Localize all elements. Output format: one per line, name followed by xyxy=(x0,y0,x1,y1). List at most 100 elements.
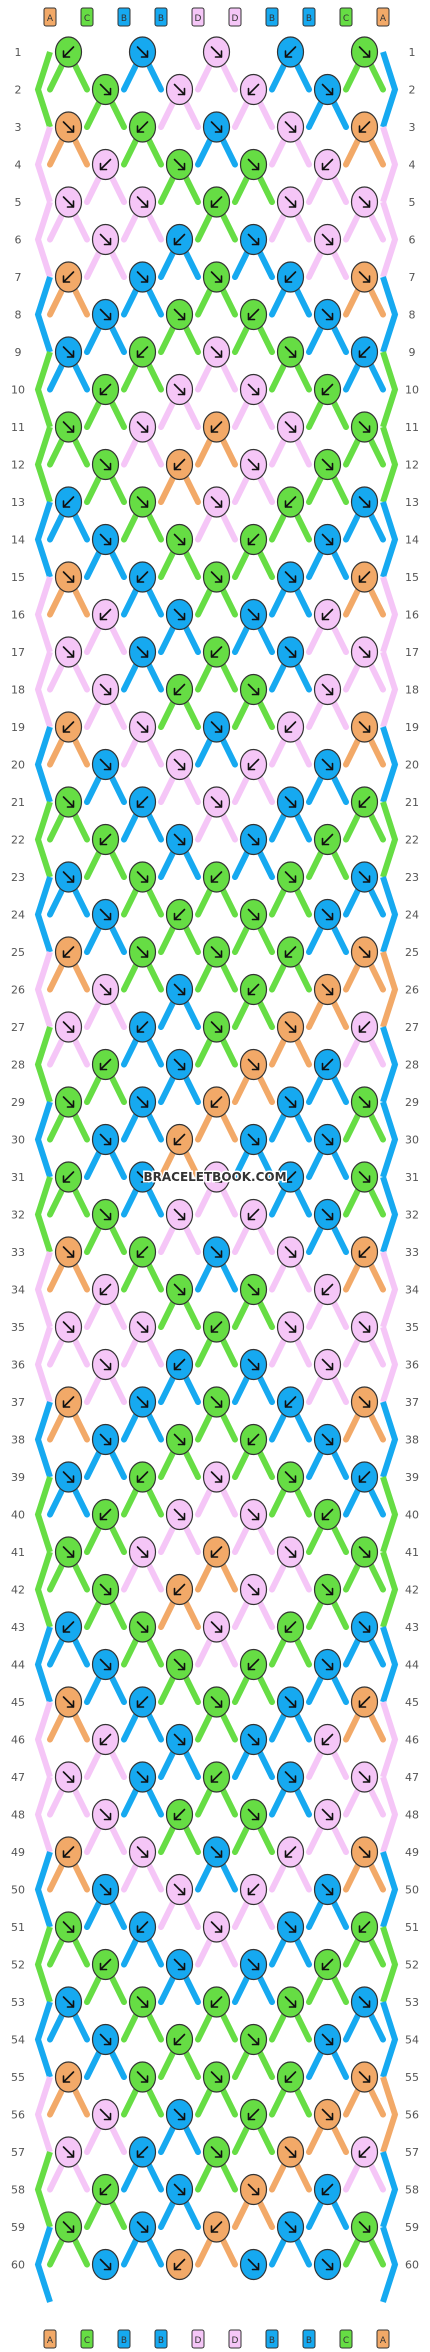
row-number-right: 5 xyxy=(409,196,416,209)
strand-swatch-bottom-6 xyxy=(228,2329,242,2349)
knot-arrow-icon xyxy=(321,1208,334,1221)
knot-arrow-icon xyxy=(62,1246,75,1258)
knot-arrow-icon xyxy=(247,458,260,471)
strand-label-top-9: C xyxy=(343,14,349,24)
row-number-left: 11 xyxy=(11,421,25,434)
knot-arrow-icon xyxy=(247,1808,260,1821)
row-number-left: 37 xyxy=(11,1396,25,1409)
strand-label-top-3: B xyxy=(121,14,127,24)
knot-arrow-icon xyxy=(173,2108,186,2121)
knot-arrow-icon xyxy=(321,758,334,771)
knot-arrow-icon xyxy=(62,646,75,658)
row-number-right: 36 xyxy=(405,1359,419,1372)
row-number-right: 9 xyxy=(409,346,416,359)
knot-arrow-icon xyxy=(284,496,297,508)
knot-arrow-icon xyxy=(173,908,186,921)
edge-strand-right xyxy=(380,726,399,803)
row-number-left: 18 xyxy=(11,684,25,697)
knot-arrow-icon xyxy=(321,1133,334,1146)
row-number-right: 37 xyxy=(405,1396,419,1409)
strand-label-top-6: D xyxy=(232,14,239,24)
row-number-right: 52 xyxy=(405,1959,419,1972)
knot-arrow-icon xyxy=(136,721,149,733)
knot-arrow-icon xyxy=(173,1133,186,1146)
knot-arrow-icon xyxy=(173,383,186,396)
strand-label-top-1: A xyxy=(47,14,54,24)
edge-strand-left xyxy=(34,2151,53,2228)
knot-arrow-icon xyxy=(99,758,112,771)
knot-arrow-icon xyxy=(321,1508,334,1521)
row-number-left: 35 xyxy=(11,1321,25,1334)
knot-arrow-icon xyxy=(136,1246,149,1258)
strand-swatch-top-3 xyxy=(117,7,131,27)
edge-strand-right xyxy=(380,426,399,503)
knot-arrow-icon xyxy=(321,908,334,921)
knot-arrow-icon xyxy=(247,83,260,96)
row-number-right: 41 xyxy=(405,1546,419,1559)
knot-arrow-icon xyxy=(284,646,297,658)
row-number-left: 31 xyxy=(11,1171,25,1184)
row-number-left: 40 xyxy=(11,1509,25,1522)
edge-strand-right xyxy=(380,126,399,203)
row-number-right: 20 xyxy=(405,759,419,772)
row-number-left: 6 xyxy=(15,234,22,247)
knot-arrow-icon xyxy=(284,871,297,883)
row-number-right: 2 xyxy=(409,84,416,97)
knot-arrow-icon xyxy=(173,1508,186,1521)
knot-arrow-icon xyxy=(173,758,186,771)
row-number-right: 50 xyxy=(405,1884,419,1897)
knot-arrow-icon xyxy=(210,271,223,283)
row-number-left: 17 xyxy=(11,646,25,659)
knot-arrow-icon xyxy=(358,271,371,283)
knot-arrow-icon xyxy=(136,2146,149,2158)
row-number-right: 11 xyxy=(405,421,419,434)
knot-arrow-icon xyxy=(210,496,223,508)
knot-arrow-icon xyxy=(99,158,112,171)
row-number-right: 60 xyxy=(405,2259,419,2272)
knot-arrow-icon xyxy=(210,1921,223,1933)
row-number-left: 15 xyxy=(11,571,25,584)
strand-swatch-bottom-2 xyxy=(80,2329,94,2349)
knot-arrow-icon xyxy=(62,1471,75,1483)
edge-strand-left xyxy=(34,651,53,728)
knot-arrow-icon xyxy=(136,1396,149,1408)
row-number-right: 35 xyxy=(405,1321,419,1334)
knot-arrow-icon xyxy=(321,1958,334,1971)
edge-strand-right xyxy=(380,951,399,1028)
knot-arrow-icon xyxy=(99,533,112,546)
row-number-right: 53 xyxy=(405,1996,419,2009)
row-number-right: 40 xyxy=(405,1509,419,1522)
knot-arrow-icon xyxy=(173,1733,186,1746)
row-number-left: 39 xyxy=(11,1471,25,1484)
row-number-right: 42 xyxy=(405,1584,419,1597)
knot-arrow-icon xyxy=(321,2258,334,2271)
knot-arrow-icon xyxy=(284,1471,297,1483)
knot-arrow-icon xyxy=(99,308,112,321)
row-number-right: 25 xyxy=(405,946,419,959)
knot-arrow-icon xyxy=(99,1958,112,1971)
edge-strand-left xyxy=(34,51,53,128)
row-number-left: 10 xyxy=(11,384,25,397)
knot-arrow-icon xyxy=(358,571,371,583)
edge-strand-right xyxy=(380,1401,399,1478)
knot-arrow-icon xyxy=(99,1433,112,1446)
strand-label-bottom-5: D xyxy=(195,2336,202,2346)
knot-arrow-icon xyxy=(136,946,149,958)
strand-swatch-top-6 xyxy=(228,7,242,27)
knot-arrow-icon xyxy=(247,158,260,171)
knot-arrow-icon xyxy=(173,1883,186,1896)
row-number-left: 60 xyxy=(11,2259,25,2272)
knot-arrow-icon xyxy=(210,1546,223,1558)
knot-arrow-icon xyxy=(247,533,260,546)
edge-strand-left xyxy=(34,126,53,203)
knot-arrow-icon xyxy=(62,421,75,433)
knot-arrow-icon xyxy=(136,1846,149,1858)
knot-arrow-icon xyxy=(358,346,371,358)
strand-label-bottom-8: B xyxy=(306,2336,312,2346)
knot-arrow-icon xyxy=(284,721,297,733)
knot-arrow-icon xyxy=(358,1171,371,1183)
strand-label-top-2: C xyxy=(84,14,90,24)
knot-arrow-icon xyxy=(210,421,223,433)
strand-swatch-bottom-8 xyxy=(302,2329,316,2349)
